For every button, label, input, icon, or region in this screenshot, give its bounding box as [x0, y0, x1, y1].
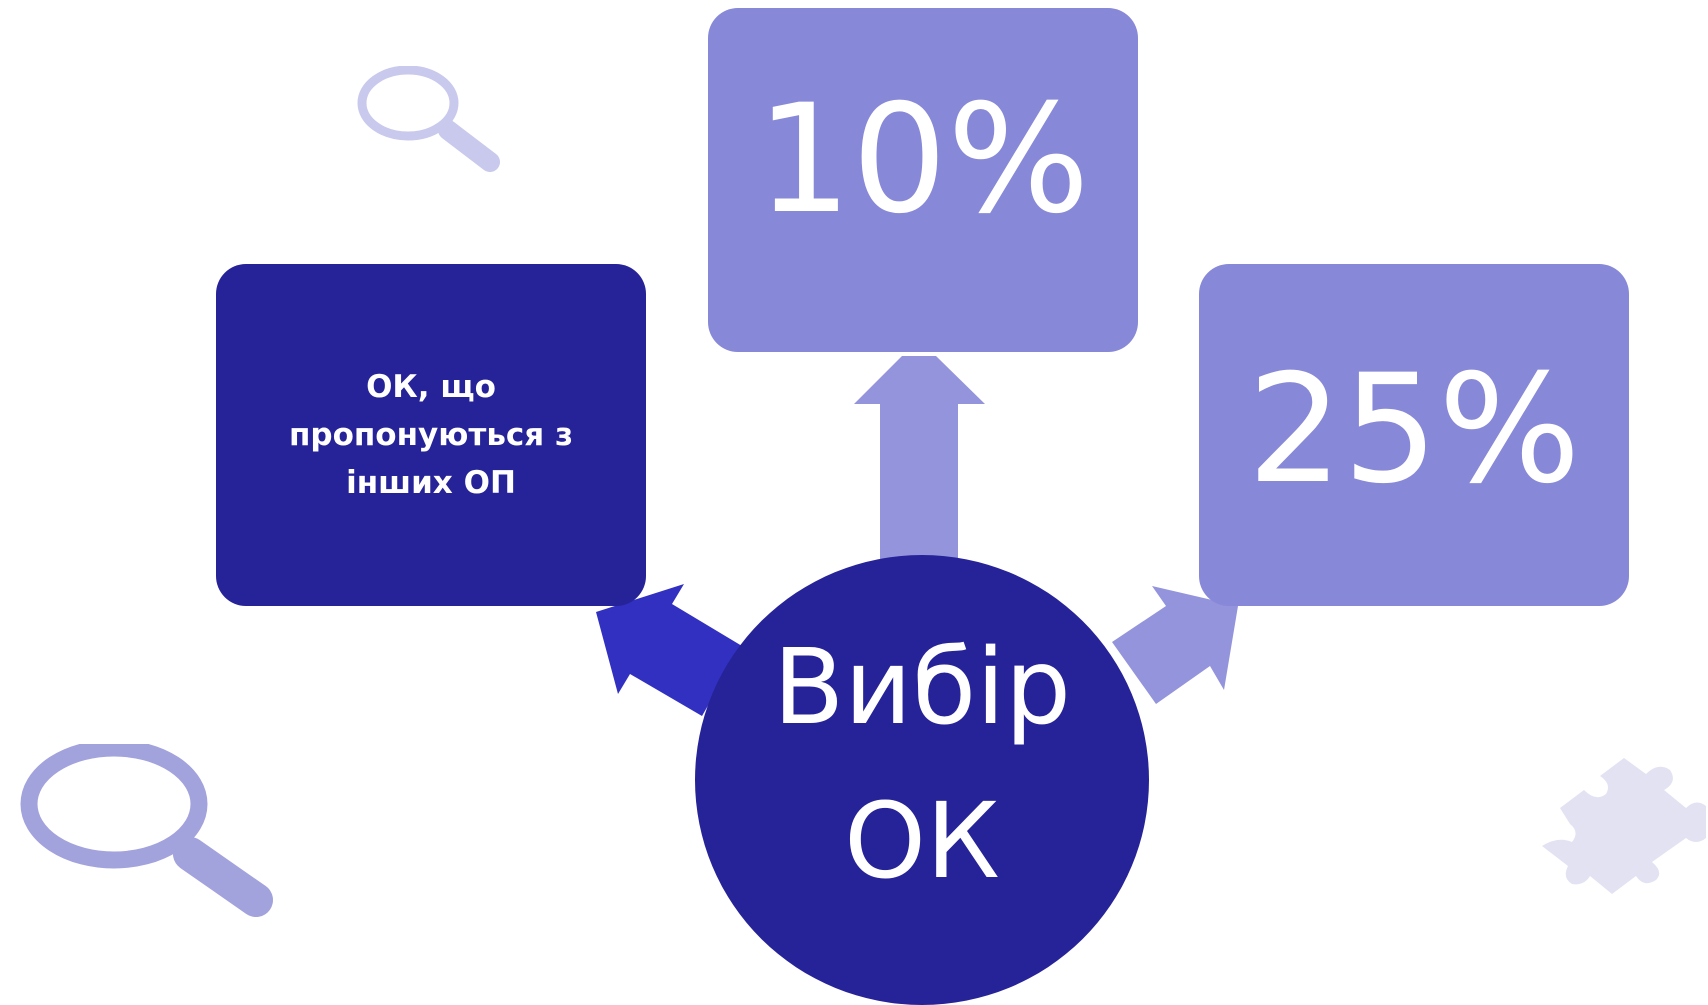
box-other-programs-text: ОК, що пропонуються з інших ОП — [288, 369, 574, 501]
box-10-percent-text: 10% — [756, 73, 1090, 247]
center-title-line2: ОК — [844, 780, 1000, 902]
puzzle-icon — [1542, 758, 1706, 894]
magnifier-icon — [20, 744, 273, 917]
box-other-programs: ОК, що пропонуються з інших ОП — [216, 264, 646, 606]
center-circle: Вибір ОК — [695, 555, 1149, 1005]
center-title-line1: Вибір — [773, 626, 1071, 748]
box-10-percent: 10% — [708, 8, 1138, 352]
box-25-percent: 25% — [1199, 264, 1629, 606]
magnifier-icon — [357, 66, 500, 172]
box-25-percent-text: 25% — [1247, 343, 1581, 517]
